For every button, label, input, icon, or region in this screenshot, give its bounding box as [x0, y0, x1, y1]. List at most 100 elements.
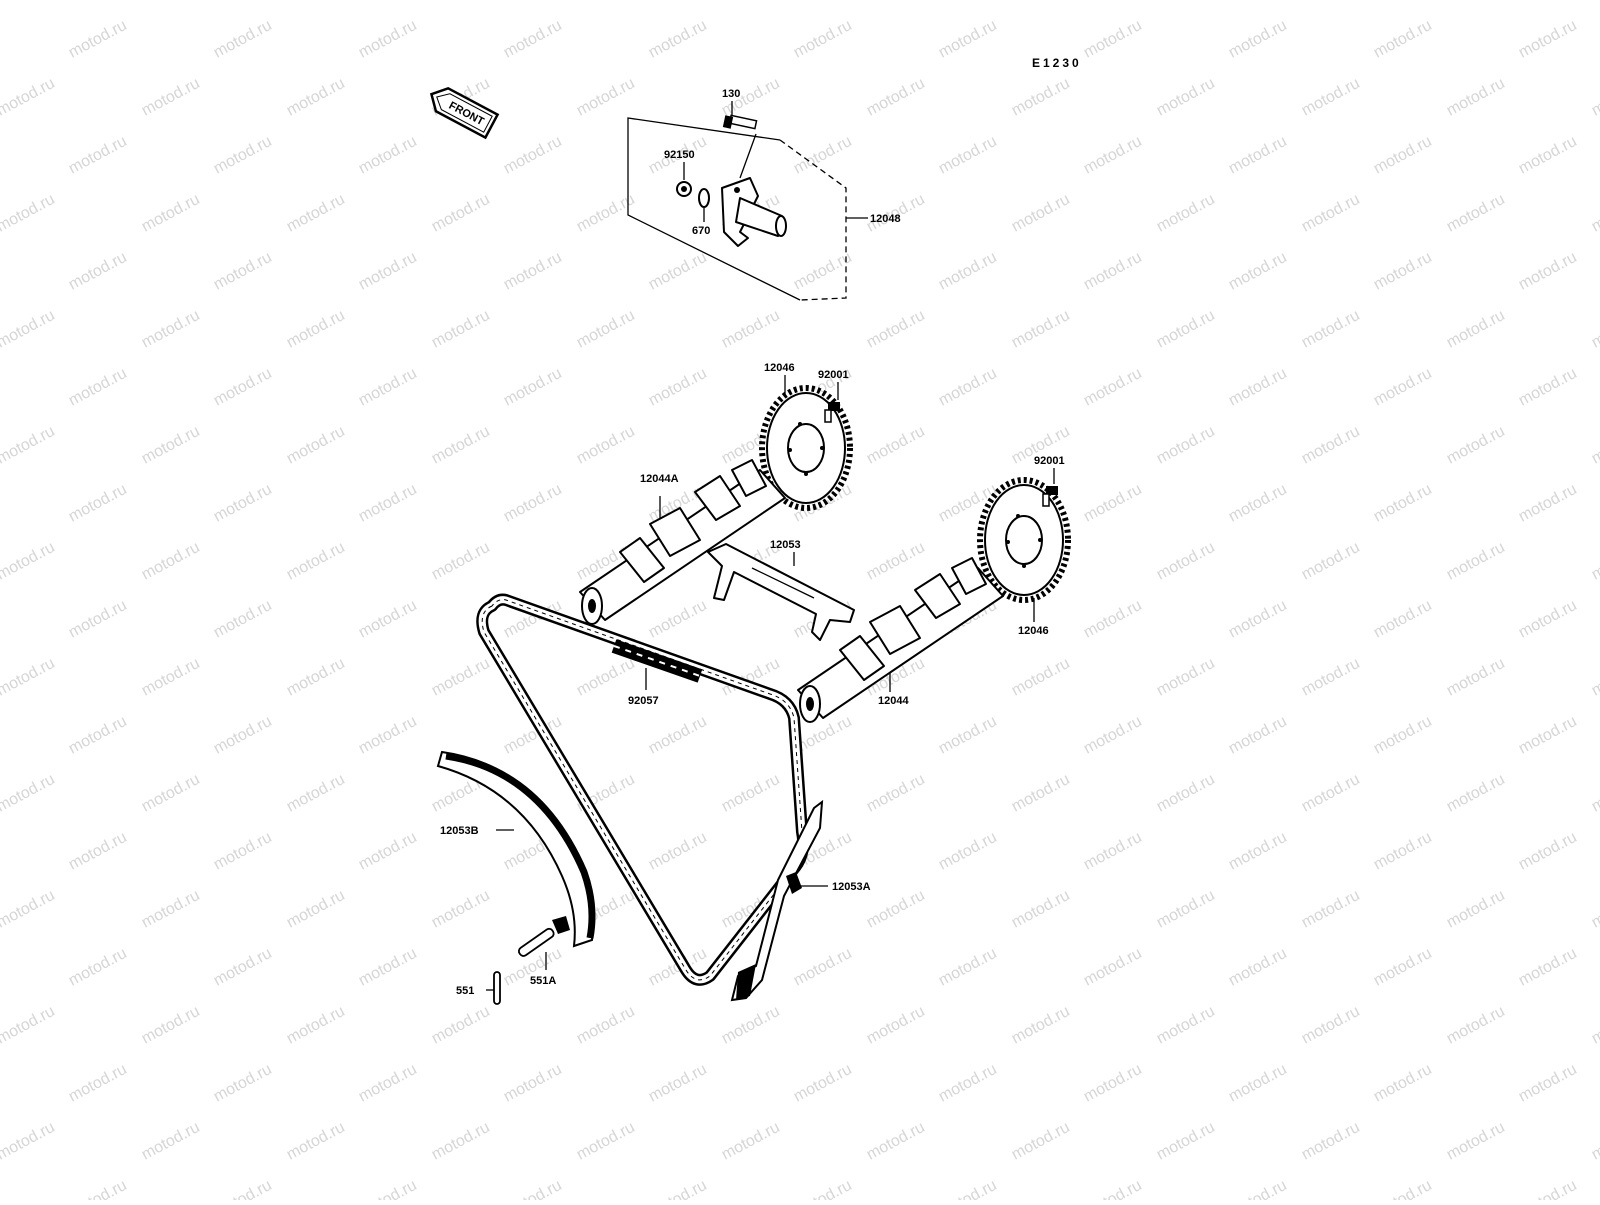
label-12046-lower: 12046 — [1018, 625, 1049, 637]
label-12048: 12048 — [870, 213, 901, 225]
watermark-text: motod.ru — [501, 133, 565, 178]
watermark-text: motod.ru — [66, 597, 130, 642]
watermark-text: motod.ru — [1444, 771, 1508, 816]
watermark-text: motod.ru — [284, 655, 348, 700]
watermark-text: motod.ru — [1299, 75, 1363, 120]
watermark-text: motod.ru — [356, 481, 420, 526]
watermark-text: motod.ru — [211, 17, 275, 62]
watermark-text: motod.ru — [0, 1119, 58, 1164]
watermark-text: motod.ru — [574, 0, 638, 4]
watermark-text: motod.ru — [1226, 597, 1290, 642]
watermark-text: motod.ru — [356, 133, 420, 178]
label-551: 551 — [456, 985, 474, 997]
assembly-outline — [627, 117, 801, 301]
watermark-text: motod.ru — [719, 307, 783, 352]
watermark-text: motod.ru — [1589, 0, 1600, 4]
watermark-text: motod.ru — [0, 75, 58, 120]
watermark-text: motod.ru — [1081, 1061, 1145, 1106]
watermark-text: motod.ru — [1081, 133, 1145, 178]
watermark-text: motod.ru — [284, 191, 348, 236]
watermark-text: motod.ru — [864, 539, 928, 584]
watermark-text: motod.ru — [936, 829, 1000, 874]
watermark-text: motod.ru — [211, 597, 275, 642]
watermark-text: motod.ru — [1154, 191, 1218, 236]
watermark-text: motod.ru — [1444, 1119, 1508, 1164]
watermark-text: motod.ru — [1516, 365, 1580, 410]
watermark-text: motod.ru — [501, 481, 565, 526]
watermark-text: motod.ru — [1516, 17, 1580, 62]
watermark-text: motod.ru — [936, 1177, 1000, 1200]
watermark-text: motod.ru — [1226, 17, 1290, 62]
label-551a: 551A — [530, 975, 556, 987]
watermark-text: motod.ru — [1371, 481, 1435, 526]
watermark-text: motod.ru — [791, 945, 855, 990]
watermark-text: motod.ru — [501, 365, 565, 410]
watermark-text: motod.ru — [284, 307, 348, 352]
watermark-text: motod.ru — [1444, 539, 1508, 584]
watermark-text: motod.ru — [211, 249, 275, 294]
watermark-text: motod.ru — [936, 1061, 1000, 1106]
label-12044: 12044 — [878, 695, 909, 707]
watermark-text: motod.ru — [1589, 75, 1600, 120]
assembly-dashed-outline — [779, 139, 847, 301]
watermark-text: motod.ru — [211, 365, 275, 410]
watermark-text: motod.ru — [1371, 713, 1435, 758]
watermark-text: motod.ru — [936, 945, 1000, 990]
watermark-text: motod.ru — [791, 17, 855, 62]
watermark-text: motod.ru — [1154, 1003, 1218, 1048]
watermark-text: motod.ru — [1154, 539, 1218, 584]
watermark-text: motod.ru — [429, 887, 493, 932]
watermark-text: motod.ru — [429, 655, 493, 700]
watermark-text: motod.ru — [1081, 365, 1145, 410]
watermark-text: motod.ru — [864, 1003, 928, 1048]
watermark-text: motod.ru — [211, 945, 275, 990]
watermark-text: motod.ru — [1589, 423, 1600, 468]
watermark-text: motod.ru — [429, 0, 493, 4]
watermark-text: motod.ru — [66, 365, 130, 410]
watermark-text: motod.ru — [1371, 1061, 1435, 1106]
watermark-text: motod.ru — [0, 423, 58, 468]
watermark-text: motod.ru — [1081, 481, 1145, 526]
tensioner-assembly — [627, 101, 868, 301]
watermark-text: motod.ru — [66, 133, 130, 178]
watermark-text: motod.ru — [646, 597, 710, 642]
watermark-text: motod.ru — [139, 307, 203, 352]
watermark-text: motod.ru — [1444, 75, 1508, 120]
watermark-text: motod.ru — [1589, 1119, 1600, 1164]
watermark-text: motod.ru — [1081, 597, 1145, 642]
watermark-text: motod.ru — [1444, 423, 1508, 468]
watermark-text: motod.ru — [864, 307, 928, 352]
watermark-text: motod.ru — [791, 1177, 855, 1200]
watermark-text: motod.ru — [356, 597, 420, 642]
cam-sprocket-lower — [977, 477, 1071, 603]
watermark-text: motod.ru — [0, 887, 58, 932]
watermark-text: motod.ru — [211, 1177, 275, 1200]
watermark-text: motod.ru — [429, 191, 493, 236]
watermark-text: motod.ru — [1589, 191, 1600, 236]
watermark-text: motod.ru — [864, 423, 928, 468]
watermark-text: motod.ru — [1226, 1061, 1290, 1106]
watermark-text: motod.ru — [356, 945, 420, 990]
watermark-text: motod.ru — [0, 771, 58, 816]
watermark-text: motod.ru — [429, 423, 493, 468]
watermark-text: motod.ru — [1009, 191, 1073, 236]
watermark-text: motod.ru — [1299, 423, 1363, 468]
sheet-code: E1230 — [1032, 56, 1082, 70]
watermark-text: motod.ru — [211, 713, 275, 758]
watermark-text: motod.ru — [1589, 307, 1600, 352]
watermark-text: motod.ru — [1589, 655, 1600, 700]
watermark-text: motod.ru — [66, 481, 130, 526]
watermark-text: motod.ru — [1226, 1177, 1290, 1200]
watermark-text: motod.ru — [284, 0, 348, 4]
watermark-text: motod.ru — [1009, 75, 1073, 120]
watermark-text: motod.ru — [501, 1061, 565, 1106]
watermark-text: motod.ru — [1226, 249, 1290, 294]
watermark-text: motod.ru — [864, 0, 928, 4]
watermark-text: motod.ru — [1299, 1119, 1363, 1164]
label-92001-lower: 92001 — [1034, 455, 1065, 467]
watermark-text: motod.ru — [1371, 133, 1435, 178]
watermark-text: motod.ru — [1444, 1003, 1508, 1048]
watermark-text: motod.ru — [791, 1061, 855, 1106]
watermark-text: motod.ru — [1299, 539, 1363, 584]
watermark-text: motod.ru — [1226, 365, 1290, 410]
